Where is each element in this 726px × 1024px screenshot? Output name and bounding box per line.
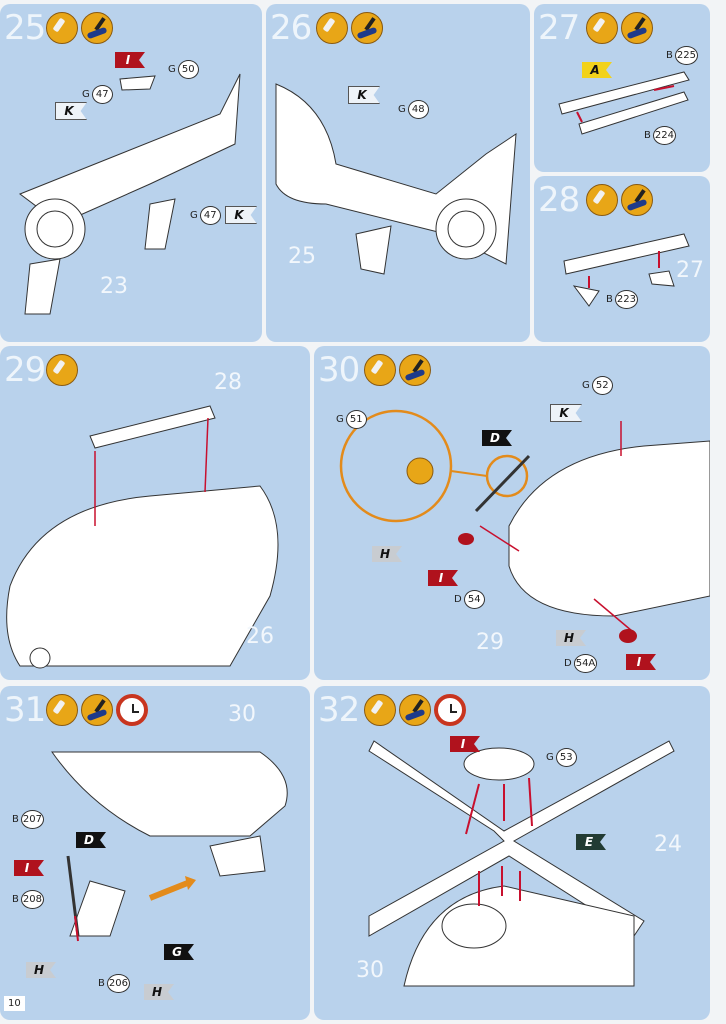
glue-icon xyxy=(364,694,396,726)
assembly-ref: 24 xyxy=(654,832,682,857)
paint-flag: K xyxy=(550,404,582,422)
tail-boom-drawing xyxy=(275,83,517,275)
paint-flag: G xyxy=(164,944,194,960)
paint-flag: A xyxy=(582,62,612,78)
glue-icon xyxy=(46,12,78,44)
tail-boom-drawing xyxy=(18,73,241,315)
step-icons xyxy=(364,694,466,726)
step-icons xyxy=(46,12,113,44)
step-number: 32 xyxy=(318,690,360,730)
step-29-panel: 29 28 26 xyxy=(0,346,310,680)
paint-flag: I xyxy=(115,52,145,68)
step-icons xyxy=(316,12,383,44)
paint-flag: I xyxy=(14,860,44,876)
assembly-ref: 27 xyxy=(676,258,704,283)
step-icons xyxy=(586,12,653,44)
skid-support-drawing xyxy=(563,233,690,307)
glue-icon xyxy=(364,354,396,386)
paint-flag: H xyxy=(556,630,586,646)
assembly-ref: 30 xyxy=(356,958,384,983)
nose-drawing xyxy=(339,409,710,643)
paint-flag: E xyxy=(576,834,606,850)
step-number: 31 xyxy=(4,690,46,730)
clock-icon xyxy=(434,694,466,726)
paint-icon xyxy=(399,354,431,386)
step-icons xyxy=(364,354,431,386)
clock-icon xyxy=(116,694,148,726)
bend-icon xyxy=(406,457,434,485)
step-number: 27 xyxy=(538,8,580,48)
paint-icon xyxy=(81,694,113,726)
paint-flag: D xyxy=(76,832,106,848)
assembly-ref: 29 xyxy=(476,630,504,655)
step-number: 30 xyxy=(318,350,360,390)
paint-flag: D xyxy=(482,430,512,446)
paint-icon xyxy=(621,12,653,44)
glue-icon xyxy=(586,184,618,216)
paint-flag: H xyxy=(144,984,174,1000)
step-number: 28 xyxy=(538,180,580,220)
glue-icon xyxy=(316,12,348,44)
paint-flag: I xyxy=(626,654,656,670)
assembly-ref: 23 xyxy=(100,274,128,299)
rotor-drawing xyxy=(368,740,675,987)
step-number: 25 xyxy=(4,8,46,48)
assembly-ref: 25 xyxy=(288,244,316,269)
assembly-ref: 30 xyxy=(228,702,256,727)
paint-icon xyxy=(81,12,113,44)
paint-flag: H xyxy=(26,962,56,978)
fuselage-drawing xyxy=(6,405,279,669)
paint-icon xyxy=(399,694,431,726)
assembly-ref: 28 xyxy=(214,370,242,395)
paint-flag: I xyxy=(450,736,480,752)
paint-icon xyxy=(621,184,653,216)
step-icons xyxy=(46,354,78,386)
glue-icon xyxy=(46,694,78,726)
paint-flag: I xyxy=(428,570,458,586)
paint-flag: K xyxy=(225,206,257,224)
step-number: 29 xyxy=(4,350,46,390)
paint-icon xyxy=(351,12,383,44)
assembly-ref: 26 xyxy=(246,624,274,649)
paint-flag: H xyxy=(372,546,402,562)
step-icons xyxy=(586,184,653,216)
step-icons xyxy=(46,694,148,726)
glue-icon xyxy=(586,12,618,44)
landing-gear-drawing xyxy=(51,751,288,942)
rail-drawing xyxy=(558,71,690,135)
glue-icon xyxy=(46,354,78,386)
step-number: 26 xyxy=(270,8,312,48)
page-number: 10 xyxy=(4,996,25,1011)
